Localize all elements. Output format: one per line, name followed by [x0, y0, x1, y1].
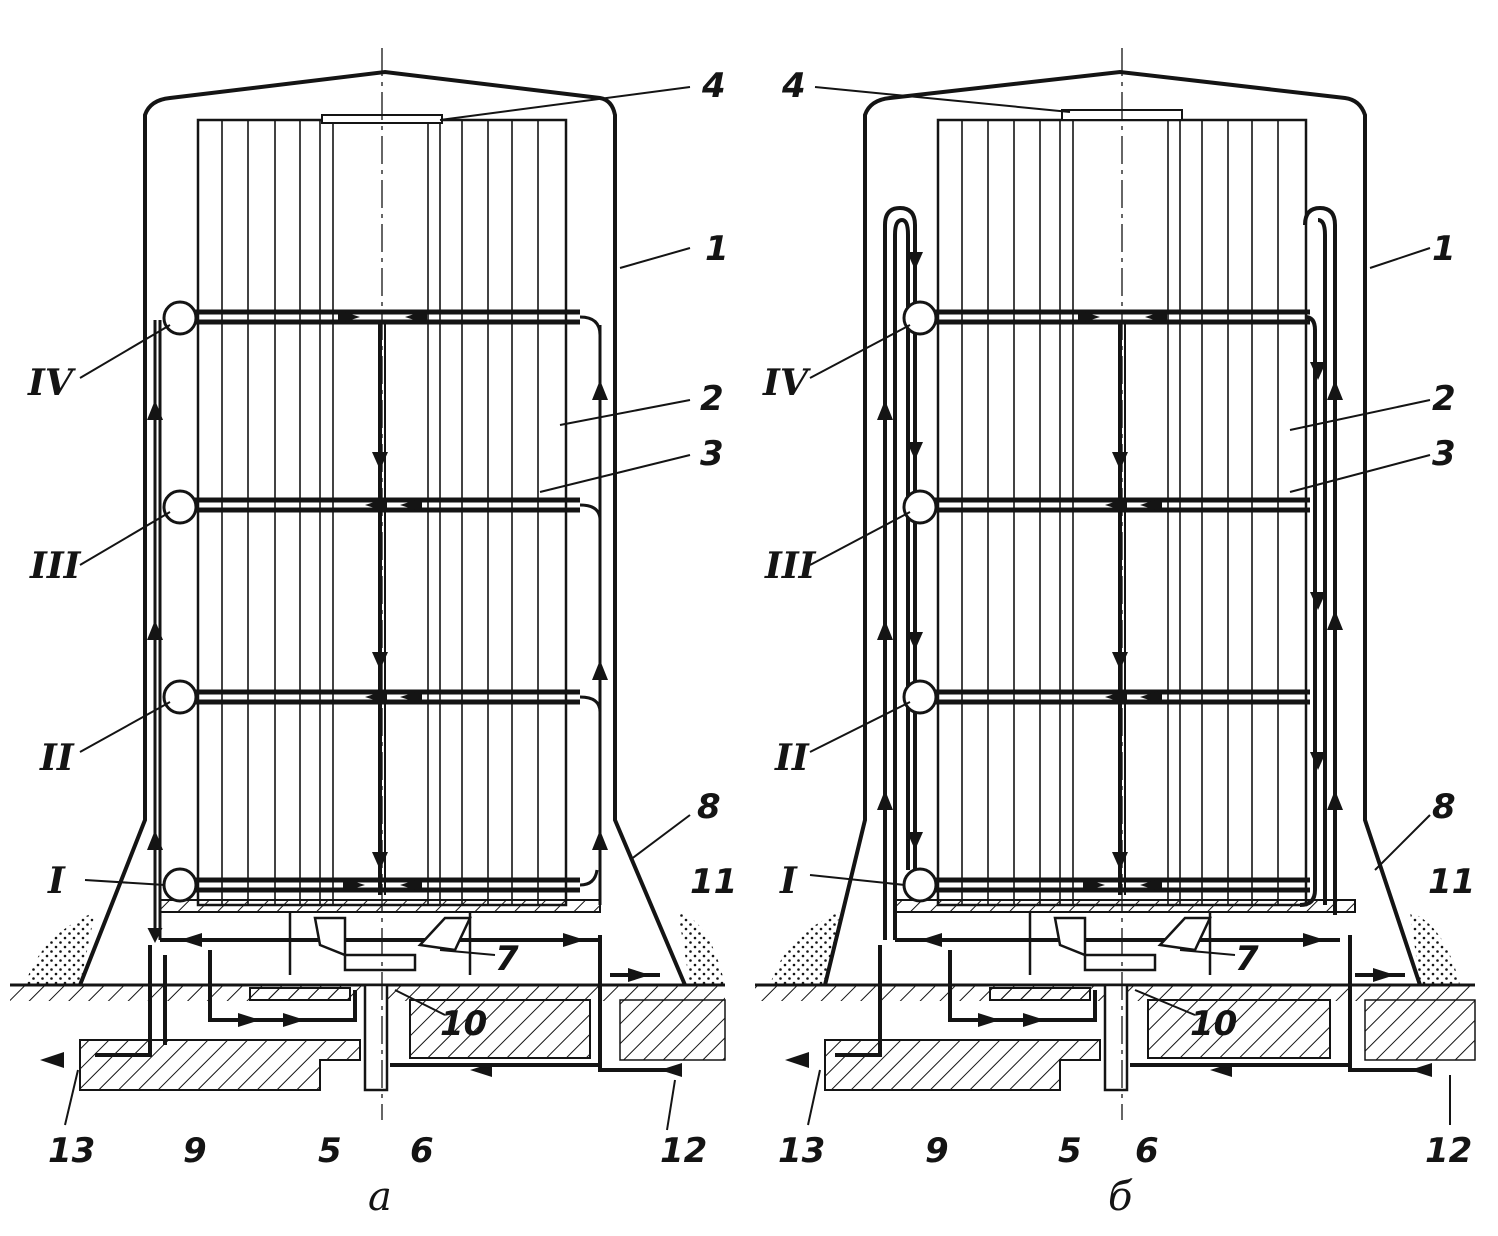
- cover-bell-b: [823, 69, 1422, 986]
- tier-IV-a: IV: [27, 362, 76, 404]
- panel-a: 1 2 3 4 5 6 7 8 9 10 11 12 13 I II III I…: [10, 48, 737, 1220]
- label-9-a: 9: [183, 1131, 207, 1171]
- tier-I-a: I: [47, 860, 66, 902]
- label-6-a: 6: [410, 1131, 434, 1171]
- label-11-a: 11: [690, 862, 737, 902]
- foundation-a: [10, 912, 726, 1091]
- label-6-b: 6: [1135, 1131, 1159, 1171]
- fan-a: [288, 912, 472, 1092]
- label-8-b: 8: [1432, 787, 1456, 827]
- label-10-a: 10: [440, 1004, 487, 1044]
- label-4-b: 4: [781, 66, 806, 106]
- label-9-b: 9: [925, 1131, 949, 1171]
- tier-II-b: II: [774, 737, 810, 779]
- label-13-a: 13: [48, 1131, 95, 1171]
- label-2-b: 2: [1432, 379, 1456, 419]
- label-8-a: 8: [697, 787, 721, 827]
- label-1-a: 1: [705, 229, 729, 269]
- tier-III-b: III: [764, 545, 817, 587]
- label-10-b: 10: [1190, 1004, 1237, 1044]
- label-4-a: 4: [701, 66, 726, 106]
- tier-III-a: III: [29, 545, 82, 587]
- label-7-b: 7: [1235, 939, 1259, 979]
- label-5-a: 5: [318, 1131, 342, 1171]
- label-12-b: 12: [1425, 1131, 1472, 1171]
- label-11-b: 11: [1428, 862, 1475, 902]
- tier-IV-b: IV: [762, 362, 811, 404]
- tier-II-a: II: [39, 737, 75, 779]
- label-1-b: 1: [1432, 229, 1456, 269]
- label-5-b: 5: [1058, 1131, 1082, 1171]
- label-3-b: 3: [1432, 434, 1456, 474]
- cover-bell-a: [78, 69, 687, 986]
- label-3-a: 3: [700, 434, 724, 474]
- label-7-a: 7: [495, 939, 519, 979]
- label-13-b: 13: [778, 1131, 825, 1171]
- caption-b: б: [1108, 1174, 1133, 1220]
- label-2-a: 2: [700, 379, 724, 419]
- panel-b: 1 2 3 4 5 6 7 8 9 10 11 12 13 I II III I…: [755, 48, 1476, 1220]
- label-12-a: 12: [660, 1131, 707, 1171]
- tier-I-b: I: [779, 860, 798, 902]
- caption-a: а: [368, 1174, 392, 1220]
